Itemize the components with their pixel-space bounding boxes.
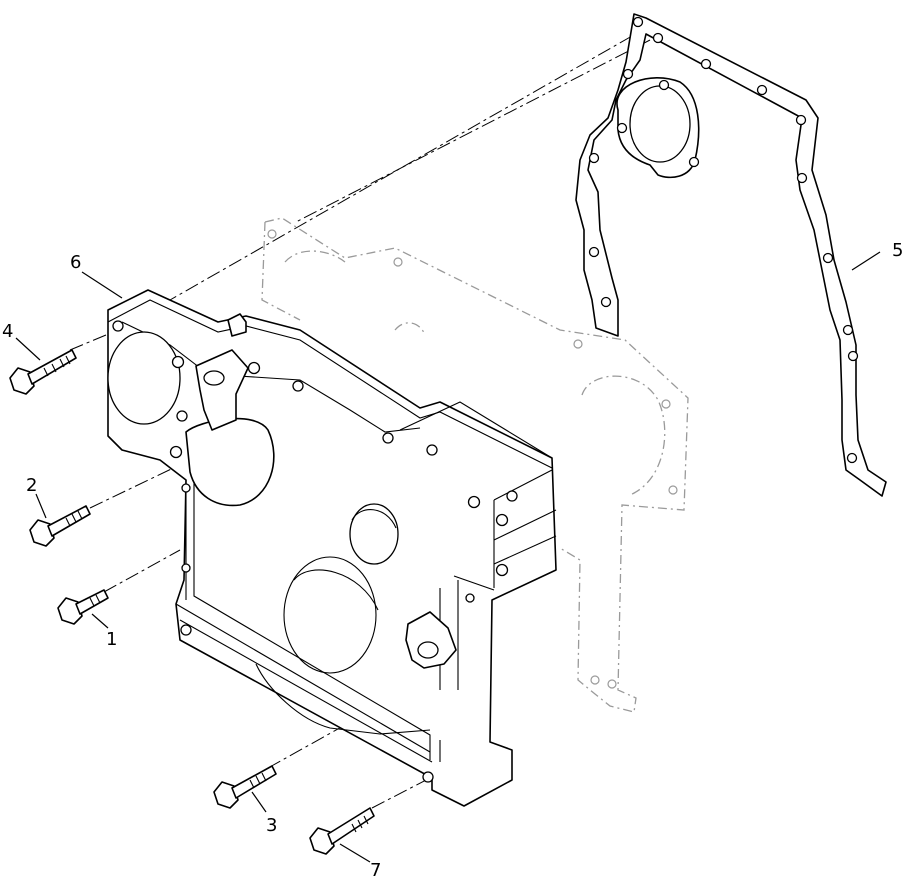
bolt-7 xyxy=(309,807,375,855)
bolt-4 xyxy=(9,349,77,395)
callout-2: 2 xyxy=(26,475,37,496)
bolt-1 xyxy=(57,589,109,625)
callout-3: 3 xyxy=(266,815,277,836)
bolt-3 xyxy=(213,765,277,809)
callout-4: 4 xyxy=(2,321,13,342)
bolt-2 xyxy=(29,505,91,547)
callout-6: 6 xyxy=(70,252,81,273)
callout-1: 1 xyxy=(106,629,117,650)
timing-cover-gasket xyxy=(575,13,887,497)
ghost-engine-block xyxy=(261,217,689,713)
callout-7: 7 xyxy=(370,860,381,881)
assembly-centerlines xyxy=(69,35,651,809)
callout-5: 5 xyxy=(892,240,903,261)
leader-lines xyxy=(15,251,881,863)
timing-cover xyxy=(107,289,557,807)
callout-labels: 4 2 1 3 7 5 6 xyxy=(2,240,903,881)
